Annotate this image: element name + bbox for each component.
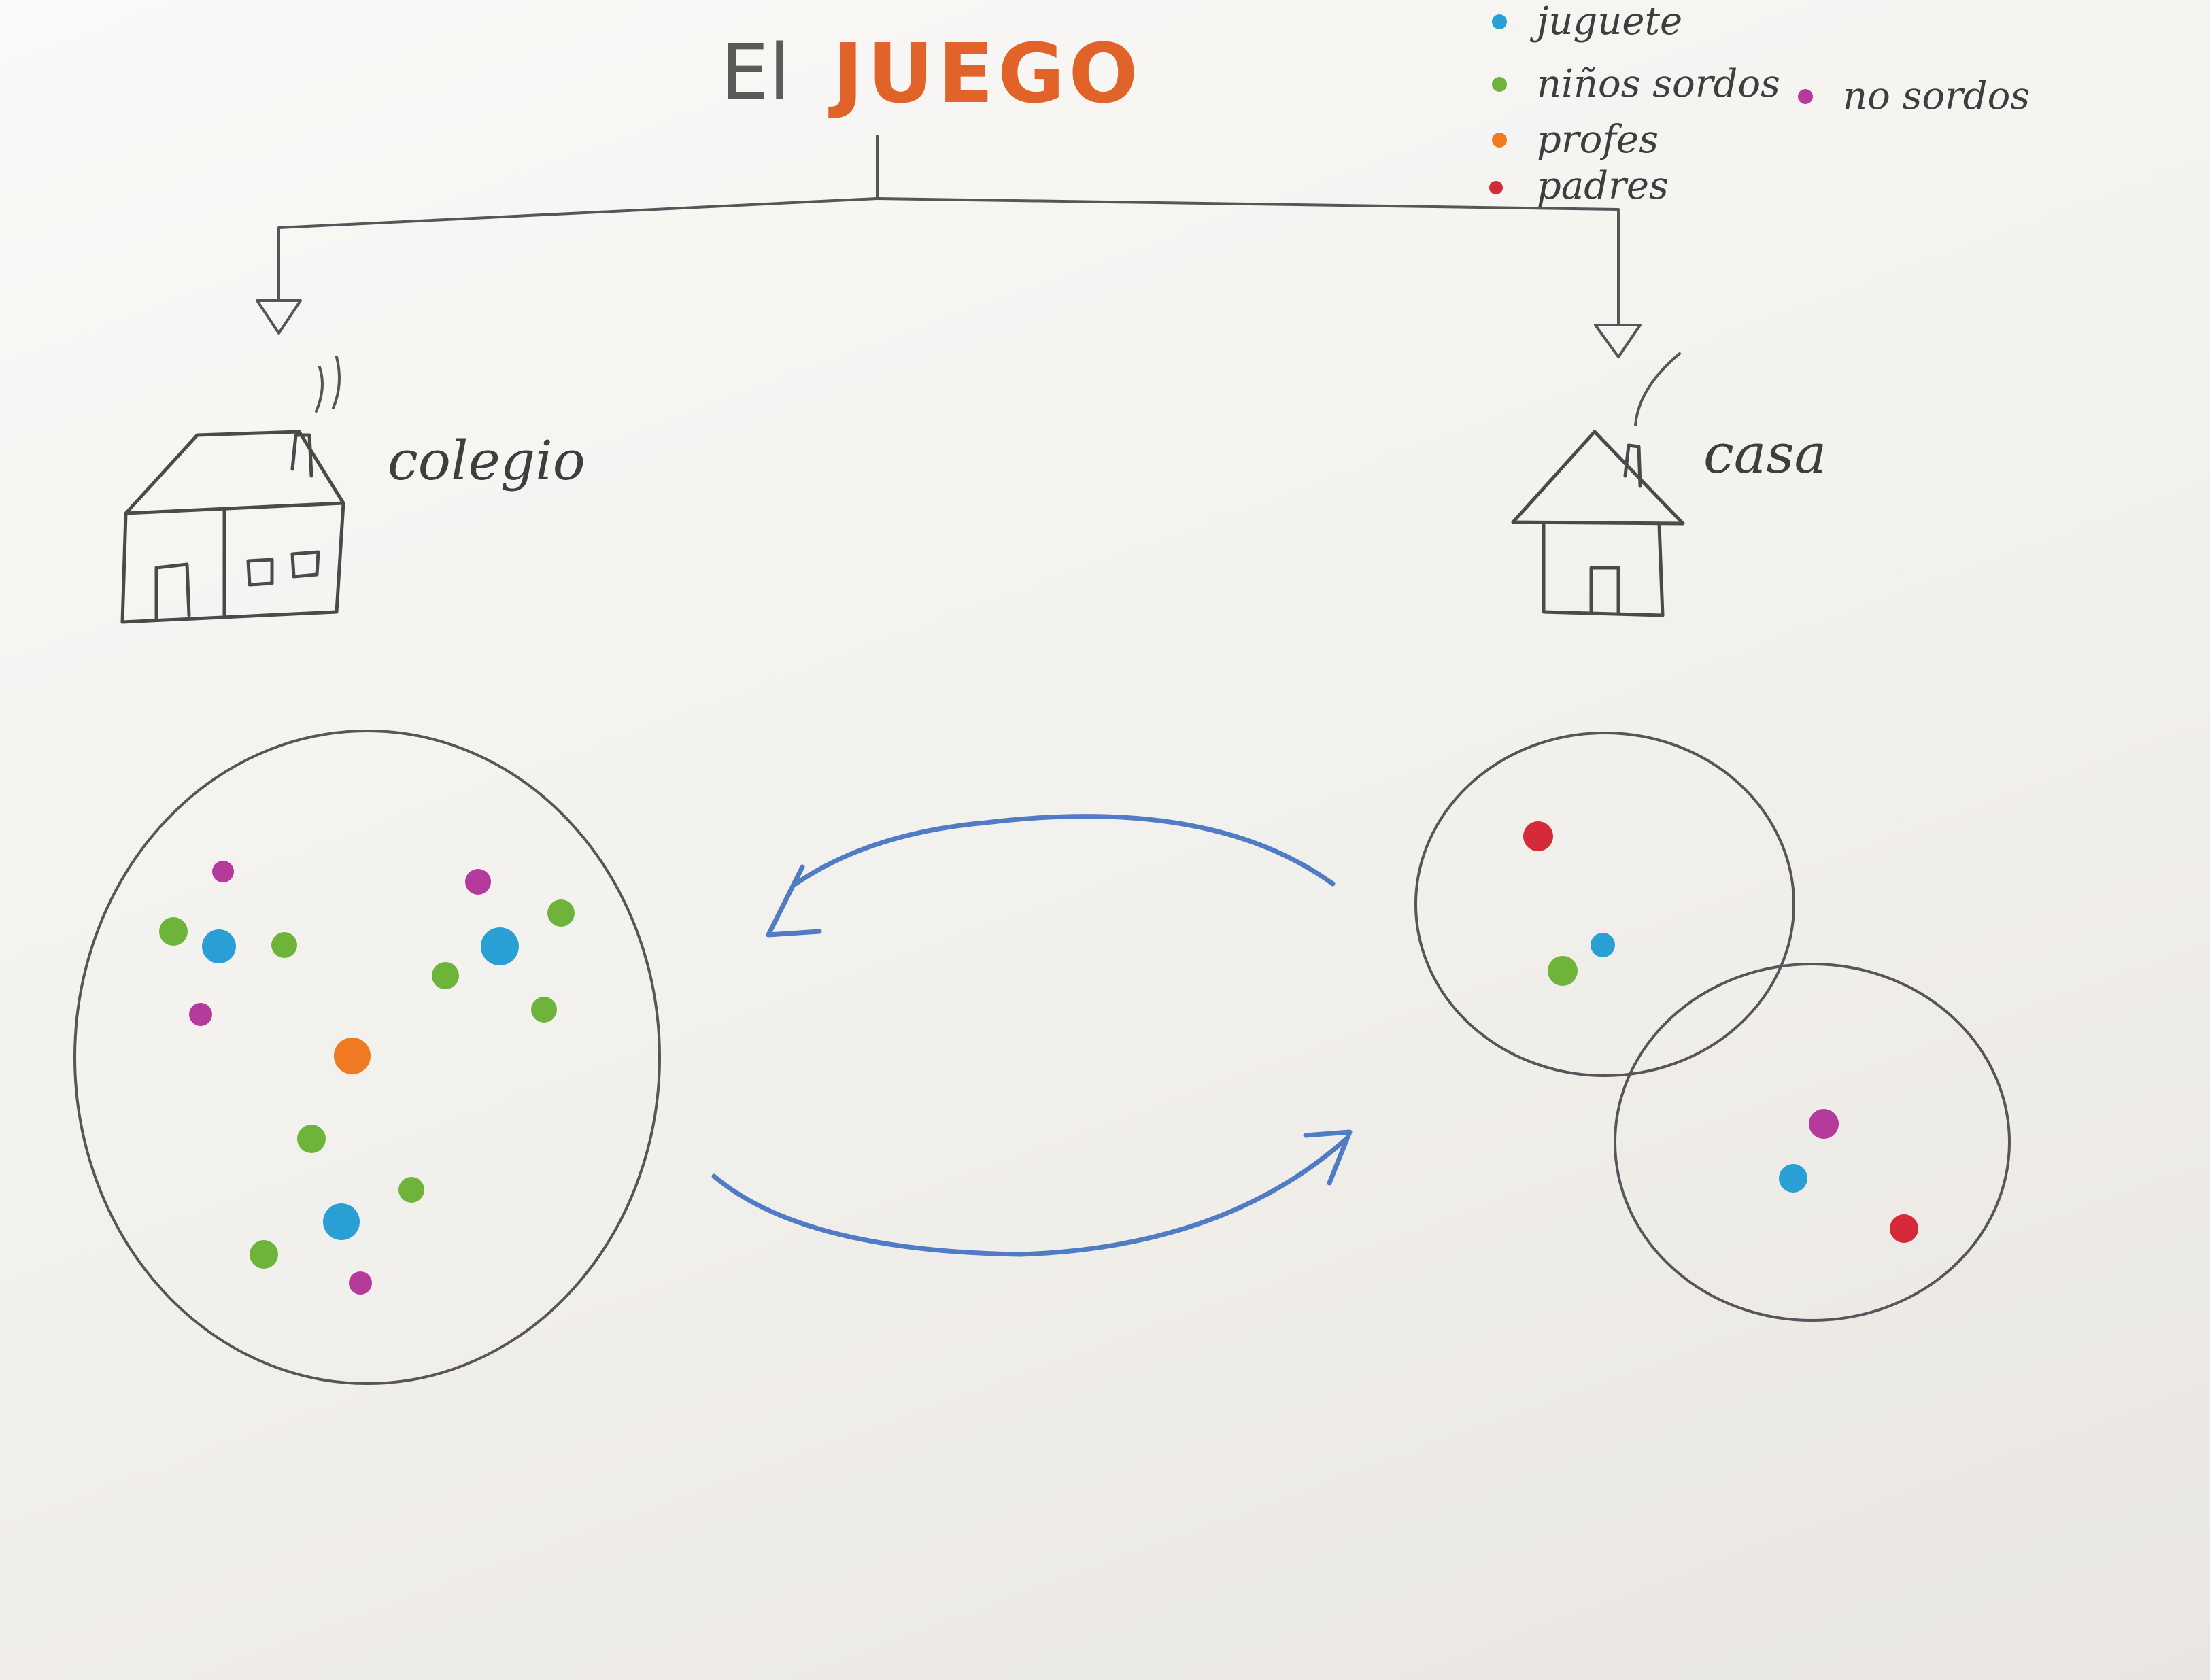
dot-no-sordos	[465, 869, 491, 895]
dot-profes	[334, 1038, 371, 1074]
arrowhead-down-right	[1594, 324, 1642, 358]
legend-label-ninos-sordos: niños sordos	[1537, 62, 1780, 106]
title-prefix: El	[721, 29, 790, 117]
dot-no-sordos	[212, 861, 234, 882]
arrowhead-down-left	[256, 299, 302, 335]
house-icon	[1511, 352, 1685, 617]
branch-connector	[256, 135, 1642, 358]
legend-dot-profes	[1492, 133, 1507, 148]
legend-dot-padres	[1489, 181, 1503, 194]
dot-ninos-sordos	[398, 1177, 424, 1203]
school-group-circle	[73, 730, 661, 1385]
legend: juguete niños sordos no sordos profes pa…	[1489, 0, 2030, 208]
school-building-icon	[120, 356, 345, 624]
dot-ninos-sordos	[432, 962, 459, 989]
dot-padres	[1523, 821, 1553, 851]
dot-ninos-sordos	[297, 1125, 326, 1153]
dot-padres	[1890, 1214, 1918, 1243]
exchange-arrow-to-home	[711, 1129, 1353, 1257]
dot-ninos-sordos	[271, 932, 297, 958]
legend-dot-ninos-sordos	[1492, 77, 1507, 92]
home-group-circle-top	[1414, 732, 1795, 1077]
title-main: JUEGO	[828, 27, 1142, 122]
legend-label-no-sordos: no sordos	[1843, 74, 2030, 118]
home-group-circle-bottom	[1614, 963, 2011, 1322]
home-dots-bottom	[1779, 1109, 1918, 1243]
legend-dot-no-sordos	[1798, 89, 1813, 104]
dot-juguete	[481, 927, 519, 965]
legend-label-juguete: juguete	[1529, 0, 1682, 44]
dot-no-sordos	[349, 1271, 372, 1295]
dot-juguete	[1779, 1164, 1807, 1193]
dot-no-sordos	[189, 1003, 212, 1026]
dot-ninos-sordos	[159, 917, 188, 946]
exchange-arrow-to-school	[766, 814, 1336, 938]
dot-juguete	[323, 1203, 360, 1240]
home-dots-top	[1523, 821, 1615, 986]
dot-ninos-sordos	[547, 899, 575, 927]
school-dots	[159, 861, 575, 1295]
dot-juguete	[202, 929, 236, 963]
legend-dot-juguete	[1492, 14, 1507, 29]
dot-ninos-sordos	[531, 997, 557, 1023]
dot-no-sordos	[1809, 1109, 1839, 1139]
dot-ninos-sordos	[250, 1240, 278, 1269]
school-label: colegio	[388, 429, 585, 492]
dot-ninos-sordos	[1548, 956, 1578, 986]
legend-label-padres: padres	[1537, 164, 1669, 208]
home-label: casa	[1703, 422, 1826, 485]
legend-label-profes: profes	[1537, 118, 1659, 162]
dot-juguete	[1591, 933, 1615, 957]
